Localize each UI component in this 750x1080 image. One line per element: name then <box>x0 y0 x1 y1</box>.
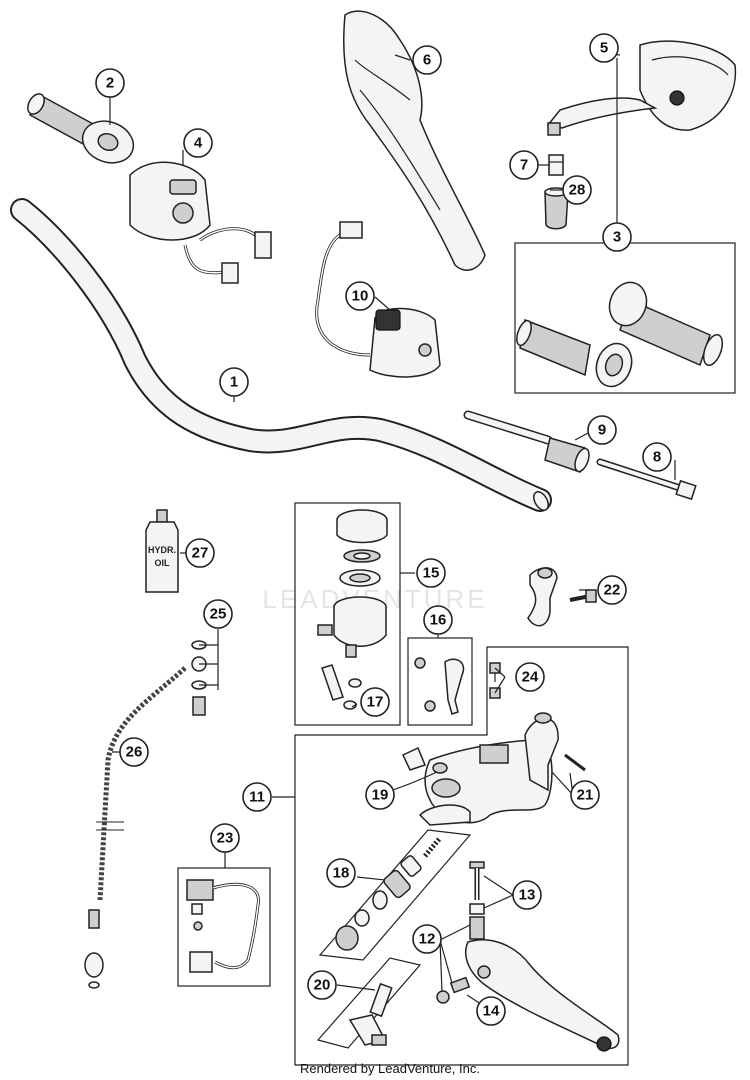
callout-17: 17 <box>360 687 390 717</box>
callout-1: 1 <box>219 367 249 397</box>
piston-kit-part[interactable] <box>335 836 442 951</box>
adjuster-lever-part[interactable] <box>414 657 465 715</box>
callout-9: 9 <box>587 415 617 445</box>
svg-text:15: 15 <box>423 565 440 582</box>
master-cylinder-kit-box <box>294 502 401 726</box>
hydraulic-oil-bottle-part[interactable]: HYDR. OIL <box>145 509 179 593</box>
brake-hose-part[interactable] <box>84 666 187 989</box>
svg-text:26: 26 <box>126 744 143 761</box>
svg-text:20: 20 <box>314 977 331 994</box>
reservoir-hose-part[interactable] <box>321 664 344 701</box>
bar-end-part[interactable] <box>463 410 592 473</box>
callout-26: 26 <box>119 737 149 767</box>
svg-text:10: 10 <box>352 288 369 305</box>
svg-text:13: 13 <box>519 887 536 904</box>
svg-text:16: 16 <box>430 612 447 629</box>
callout-6: 6 <box>412 45 442 75</box>
callout-12: 12 <box>412 924 442 954</box>
svg-text:18: 18 <box>333 865 350 882</box>
callout-23: 23 <box>210 823 240 853</box>
lever-pivot-screw-part[interactable] <box>469 861 485 915</box>
svg-text:25: 25 <box>210 606 227 623</box>
svg-text:3: 3 <box>613 229 621 246</box>
callout-3: 3 <box>602 222 632 252</box>
callout-28: 28 <box>562 175 592 205</box>
callout-27: 27 <box>185 538 215 568</box>
callout-10: 10 <box>345 281 375 311</box>
callout-13: 13 <box>512 880 542 910</box>
reservoir-cap-part[interactable] <box>336 509 388 544</box>
brake-master-cylinder-box <box>294 646 629 1066</box>
callout-20: 20 <box>307 970 337 1000</box>
svg-text:4: 4 <box>194 135 203 152</box>
callout-11: 11 <box>242 782 272 812</box>
svg-text:7: 7 <box>520 157 528 174</box>
svg-text:17: 17 <box>367 694 384 711</box>
brake-light-switch-part[interactable] <box>186 879 260 973</box>
callout-18: 18 <box>326 858 356 888</box>
svg-text:11: 11 <box>249 789 265 806</box>
brake-line-fittings-part[interactable] <box>191 640 207 716</box>
left-switch-part[interactable] <box>129 161 272 284</box>
hose-clamp-part[interactable] <box>343 678 362 710</box>
callout-2: 2 <box>95 68 125 98</box>
svg-text:9: 9 <box>598 422 606 439</box>
handlebar-part[interactable] <box>10 198 552 513</box>
callout-22: 22 <box>597 575 627 605</box>
callout-4: 4 <box>183 128 213 158</box>
left-grip-part[interactable] <box>24 91 139 170</box>
banjo-fitting-part[interactable] <box>402 746 448 774</box>
handguard-part[interactable] <box>342 10 486 271</box>
mirror-part[interactable] <box>546 40 737 136</box>
callout-7: 7 <box>509 150 539 180</box>
callout-21: 21 <box>570 780 600 810</box>
callout-25: 25 <box>203 599 233 629</box>
svg-text:22: 22 <box>604 582 621 599</box>
right-switch-part[interactable] <box>315 221 441 378</box>
oil-bottle-label-line1: HYDR. <box>148 545 176 555</box>
svg-text:12: 12 <box>419 931 436 948</box>
svg-text:19: 19 <box>372 787 389 804</box>
lever-adjuster-box <box>407 637 473 726</box>
reservoir-membrane-part[interactable] <box>339 569 381 587</box>
svg-text:23: 23 <box>217 830 234 847</box>
pushrod-part[interactable] <box>348 982 393 1046</box>
svg-text:28: 28 <box>569 182 586 199</box>
svg-text:24: 24 <box>522 669 539 686</box>
master-cylinder-body-part[interactable] <box>418 712 586 826</box>
callout-5: 5 <box>589 33 619 63</box>
reservoir-seal-part[interactable] <box>343 549 381 563</box>
callout-15: 15 <box>416 558 446 588</box>
callout-8: 8 <box>642 442 672 472</box>
callout-24: 24 <box>515 662 545 692</box>
svg-text:21: 21 <box>577 787 594 804</box>
master-cylinder-reservoir-part[interactable] <box>317 596 387 658</box>
brake-switch-box <box>177 867 271 987</box>
brake-lever-part[interactable] <box>436 916 620 1052</box>
pushrod-kit-tray <box>316 957 422 1049</box>
svg-text:14: 14 <box>483 1003 500 1020</box>
mirror-nut-part[interactable] <box>548 154 564 176</box>
callout-16: 16 <box>423 605 453 635</box>
footer-credit: Rendered by LeadVenture, Inc. <box>300 1061 480 1076</box>
oil-bottle-label-line2: OIL <box>155 558 171 568</box>
brake-clamp-part[interactable] <box>527 567 597 627</box>
svg-text:6: 6 <box>423 52 431 69</box>
svg-text:27: 27 <box>192 545 209 562</box>
svg-text:1: 1 <box>230 374 238 391</box>
svg-text:5: 5 <box>600 40 608 57</box>
bar-end-bolt-part[interactable] <box>596 458 697 501</box>
callout-14: 14 <box>476 996 506 1026</box>
grip-set-box[interactable] <box>514 242 736 394</box>
callout-19: 19 <box>365 780 395 810</box>
svg-text:2: 2 <box>106 75 114 92</box>
svg-text:8: 8 <box>653 449 661 466</box>
